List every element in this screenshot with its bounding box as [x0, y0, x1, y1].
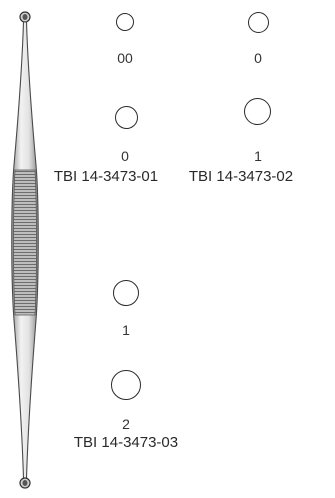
size-label-0: 0 — [121, 148, 129, 164]
cup-size-0-top-icon — [248, 12, 269, 33]
size-label-0-top: 0 — [254, 50, 262, 66]
catalog-code-02: TBI 14-3473-02 — [188, 168, 294, 185]
size-label-1-top: 1 — [254, 148, 262, 164]
double-ended-curette-icon — [11, 11, 39, 489]
cup-size-1-icon — [113, 280, 139, 306]
catalog-code-01: TBI 14-3473-01 — [53, 168, 159, 185]
size-label-1: 1 — [122, 322, 130, 338]
cup-size-2-icon — [111, 370, 141, 400]
size-label-2: 2 — [122, 416, 130, 432]
cup-size-1-top-icon — [244, 98, 271, 125]
size-label-00: 00 — [117, 50, 133, 66]
catalog-code-03: TBI 14-3473-03 — [73, 434, 179, 451]
cup-size-00-icon — [116, 13, 134, 31]
cup-size-0-icon — [115, 106, 138, 129]
